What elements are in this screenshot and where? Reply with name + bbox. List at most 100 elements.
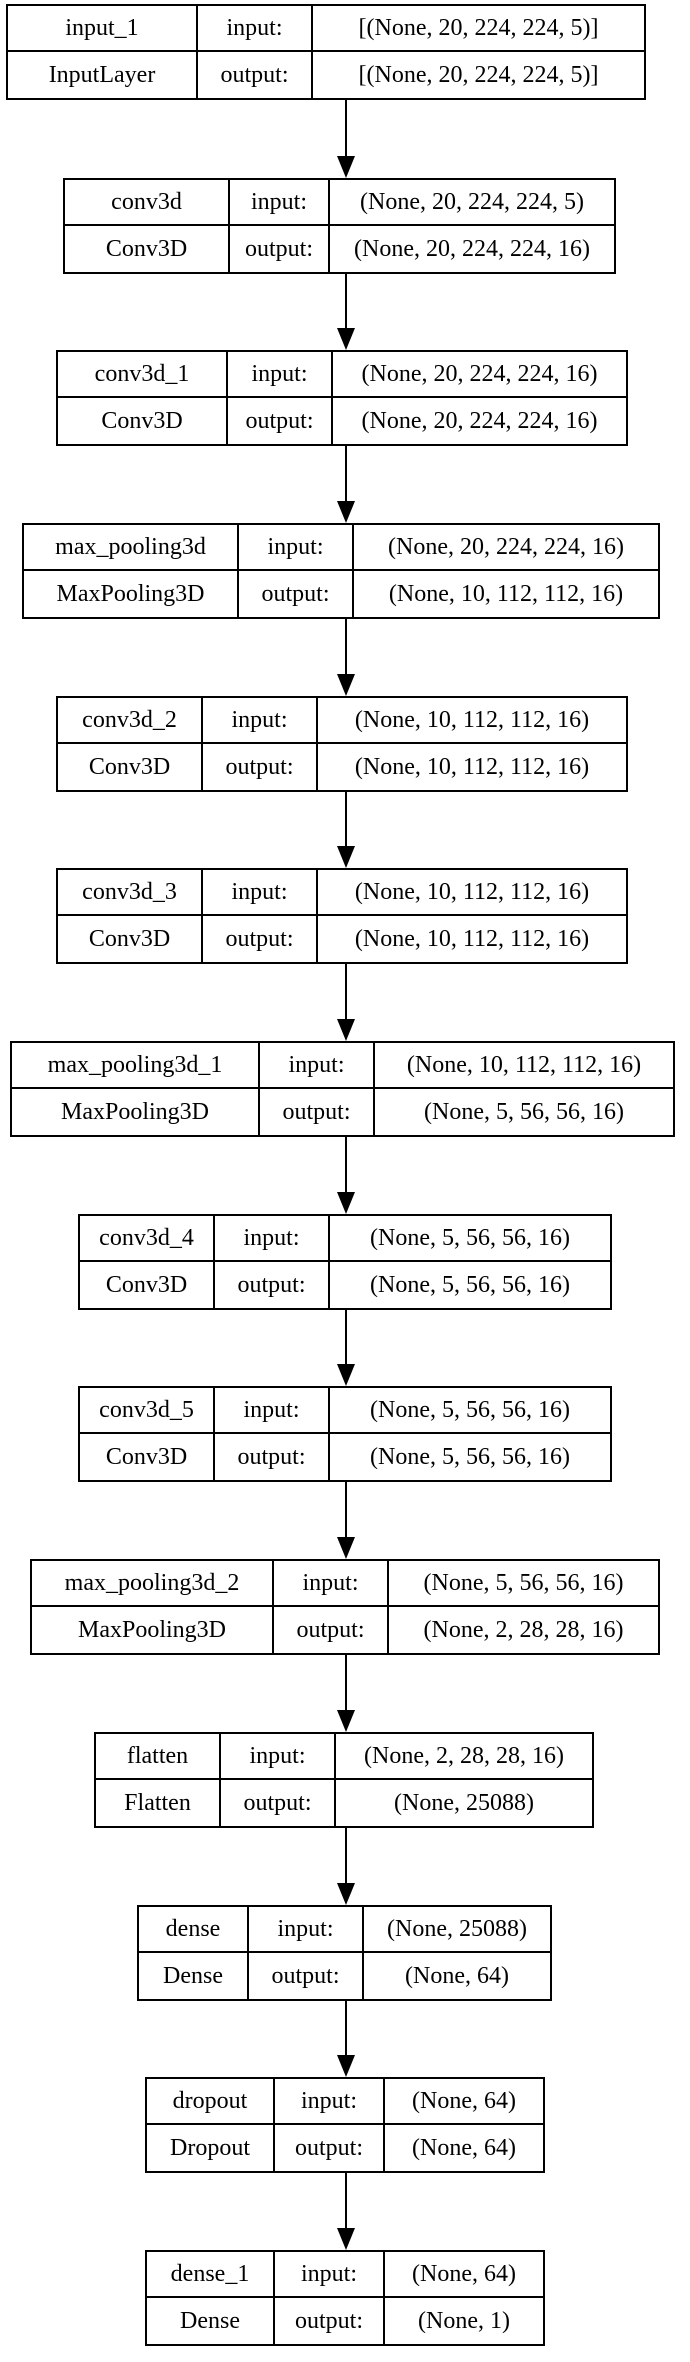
input-shape: (None, 20, 224, 224, 16) — [333, 352, 626, 398]
layer-name: conv3d_1 — [58, 352, 228, 398]
layer-type: Conv3D — [80, 1434, 215, 1480]
arrow-down-icon — [337, 674, 355, 696]
arrow-down-icon — [337, 1192, 355, 1214]
layer-type: Flatten — [96, 1780, 221, 1826]
input-label: input: — [198, 6, 313, 52]
connector-arrow-line — [345, 2001, 347, 2055]
input-label: input: — [275, 2079, 385, 2125]
arrow-down-icon — [337, 1537, 355, 1559]
input-label: input: — [203, 698, 318, 744]
output-label: output: — [239, 571, 354, 617]
layer-type: Conv3D — [58, 744, 203, 790]
arrow-down-icon — [337, 501, 355, 523]
layer-name: conv3d — [65, 180, 230, 226]
arrow-down-icon — [337, 1883, 355, 1905]
arrow-down-icon — [337, 1364, 355, 1386]
input-shape: (None, 64) — [385, 2079, 543, 2125]
input-shape: (None, 5, 56, 56, 16) — [330, 1216, 610, 1262]
input-shape: (None, 64) — [385, 2252, 543, 2298]
layer-name: flatten — [96, 1734, 221, 1780]
layer-name: max_pooling3d_1 — [12, 1043, 260, 1089]
output-label: output: — [228, 398, 333, 444]
arrow-down-icon — [337, 328, 355, 350]
output-label: output: — [260, 1089, 375, 1135]
output-label: output: — [275, 2298, 385, 2344]
layer-type: Dense — [147, 2298, 275, 2344]
output-label: output: — [203, 916, 318, 962]
input-label: input: — [239, 525, 354, 571]
output-shape: (None, 64) — [412, 2134, 516, 2161]
input-shape: [(None, 20, 224, 224, 5)] — [313, 6, 644, 52]
input-shape: (None, 20, 224, 224, 16) — [354, 525, 658, 571]
output-shape: (None, 20, 224, 224, 16) — [361, 407, 598, 434]
layer-type: Conv3D — [58, 916, 203, 962]
layer-name: dense_1 — [147, 2252, 275, 2298]
output-shape: (None, 1) — [418, 2307, 510, 2334]
output-label: output: — [221, 1780, 336, 1826]
input-shape: (None, 20, 224, 224, 5) — [330, 180, 614, 226]
input-shape: (None, 10, 112, 112, 16) — [375, 1043, 673, 1089]
layer-name: conv3d_4 — [80, 1216, 215, 1262]
connector-arrow-line — [345, 1482, 347, 1537]
input-shape: (None, 5, 56, 56, 16) — [330, 1388, 610, 1434]
arrow-down-icon — [337, 2228, 355, 2250]
output-label: output: — [249, 1953, 364, 1999]
input-shape: (None, 25088) — [364, 1907, 550, 1953]
output-label: output: — [215, 1434, 330, 1480]
input-shape: (None, 10, 112, 112, 16) — [318, 698, 626, 744]
output-label: output: — [215, 1262, 330, 1308]
output-shape: (None, 5, 56, 56, 16) — [424, 1098, 624, 1125]
arrow-down-icon — [337, 1710, 355, 1732]
layer-type: InputLayer — [8, 52, 198, 98]
arrow-down-icon — [337, 1019, 355, 1041]
output-label: output: — [230, 226, 330, 272]
connector-arrow-line — [345, 2173, 347, 2228]
input-label: input: — [215, 1216, 330, 1262]
output-shape: (None, 20, 224, 224, 16) — [354, 235, 590, 262]
arrow-down-icon — [337, 2055, 355, 2077]
arrow-down-icon — [337, 156, 355, 178]
output-label: output: — [275, 2125, 385, 2171]
input-label: input: — [228, 352, 333, 398]
input-label: input: — [203, 870, 318, 916]
connector-arrow-line — [345, 274, 347, 328]
layer-name: max_pooling3d_2 — [32, 1561, 274, 1607]
connector-arrow-line — [345, 100, 347, 156]
input-shape: (None, 10, 112, 112, 16) — [318, 870, 626, 916]
layer-name: conv3d_3 — [58, 870, 203, 916]
connector-arrow-line — [345, 1310, 347, 1364]
connector-arrow-line — [345, 964, 347, 1019]
layer-type: MaxPooling3D — [32, 1607, 274, 1653]
connector-arrow-line — [345, 1137, 347, 1192]
output-shape: (None, 2, 28, 28, 16) — [423, 1616, 624, 1643]
output-shape: (None, 10, 112, 112, 16) — [354, 753, 590, 780]
output-label: output: — [274, 1607, 389, 1653]
input-label: input: — [249, 1907, 364, 1953]
input-label: input: — [274, 1561, 389, 1607]
output-shape: (None, 25088) — [394, 1789, 534, 1816]
output-shape: (None, 5, 56, 56, 16) — [370, 1271, 570, 1298]
input-label: input: — [230, 180, 330, 226]
output-shape: (None, 5, 56, 56, 16) — [370, 1443, 570, 1470]
connector-arrow-line — [345, 619, 347, 674]
output-label: output: — [203, 744, 318, 790]
layer-type: MaxPooling3D — [24, 571, 239, 617]
input-label: input: — [275, 2252, 385, 2298]
layer-type: Conv3D — [65, 226, 230, 272]
layer-name: max_pooling3d — [24, 525, 239, 571]
input-label: input: — [221, 1734, 336, 1780]
output-shape: (None, 10, 112, 112, 16) — [354, 925, 590, 952]
